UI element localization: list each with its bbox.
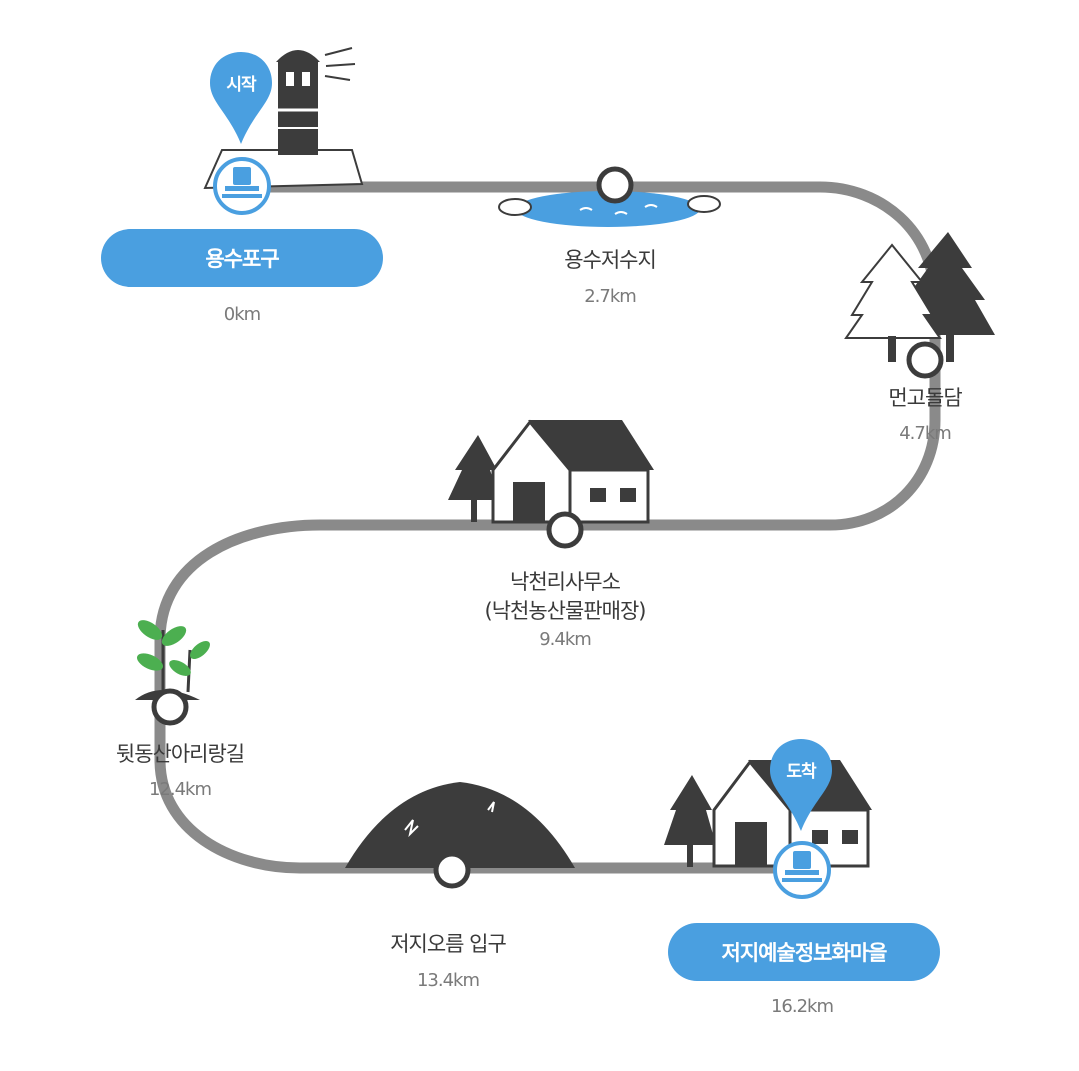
stop-subname-nakcheon: (낙천농산물판매장) [484,599,647,623]
stop-name-start: 용수포구 [101,229,383,287]
stop-marker-meongo [906,341,944,379]
map-pin-icon [210,52,272,144]
map-pin-icon [770,739,832,831]
stop-distance-oreum: 13.4km [416,970,480,991]
stop-name-reservoir: 용수저수지 [564,248,657,272]
stop-distance-nakcheon: 9.4km [539,629,592,650]
stop-name-dwitdongsan: 뒷동산아리랑길 [115,742,245,766]
stop-name-meongo: 먼고돌담 [888,386,962,410]
stop-marker-dwitdongsan [151,688,189,726]
stop-marker-reservoir [596,166,634,204]
stop-distance-meongo: 4.7km [899,423,952,444]
stop-name-oreum: 저지오름 입구 [390,932,507,956]
stop-name-end: 저지예술정보화마을 [668,923,940,981]
stop-start-marker [213,157,271,215]
mountain-illustration [345,782,575,868]
route-path [154,181,941,874]
stop-marker-oreum [433,851,471,889]
start-badge: 시작 [226,75,256,95]
stop-distance-end: 16.2km [770,996,834,1017]
house-illustration [448,419,654,524]
plants-illustration [135,620,210,700]
stop-distance-dwitdongsan: 12.4km [148,779,212,800]
stop-distance-start: 0km [223,304,261,325]
stop-marker-nakcheon [546,511,584,549]
stop-distance-reservoir: 2.7km [584,286,637,307]
start-pin: 시작 [208,50,274,146]
end-pin: 도착 [768,737,834,833]
stop-end-marker [773,841,831,899]
trees-illustration [844,232,995,362]
reservoir-illustration [498,191,721,227]
end-badge: 도착 [786,762,816,782]
stop-name-nakcheon: 낙천리사무소 [510,570,621,594]
